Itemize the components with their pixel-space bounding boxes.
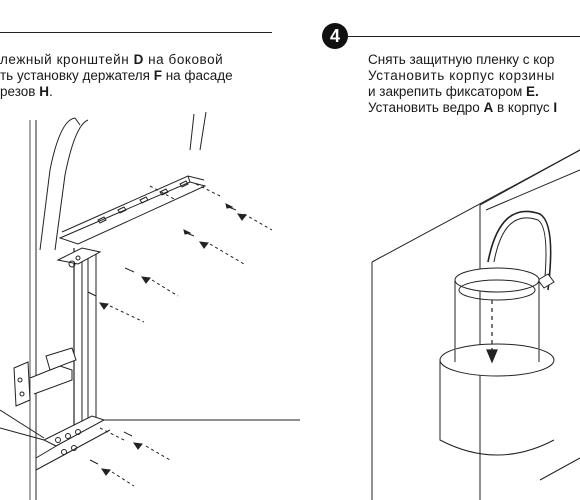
right-line-1: Снять защитную пленку с кор [368,52,555,67]
left-header-rule [0,32,272,33]
left-instruction-text: лежный кронштейн D на боковой ть установ… [0,52,233,100]
left-line-2: ть установку держателя F на фасаде [0,68,233,83]
right-line-3: и закрепить фиксатором E. [368,84,539,99]
left-line-3: резов H. [0,84,53,99]
right-header-rule [348,36,580,37]
right-line-2: Установить корпус корзины [368,68,555,83]
right-line-4: Установить ведро A в корпус I [368,100,558,115]
step-number-badge: 4 [322,23,348,49]
left-line-1: лежный кронштейн D на боковой [0,52,224,67]
right-instruction-text: Снять защитную пленку с кор Установить к… [368,52,557,116]
